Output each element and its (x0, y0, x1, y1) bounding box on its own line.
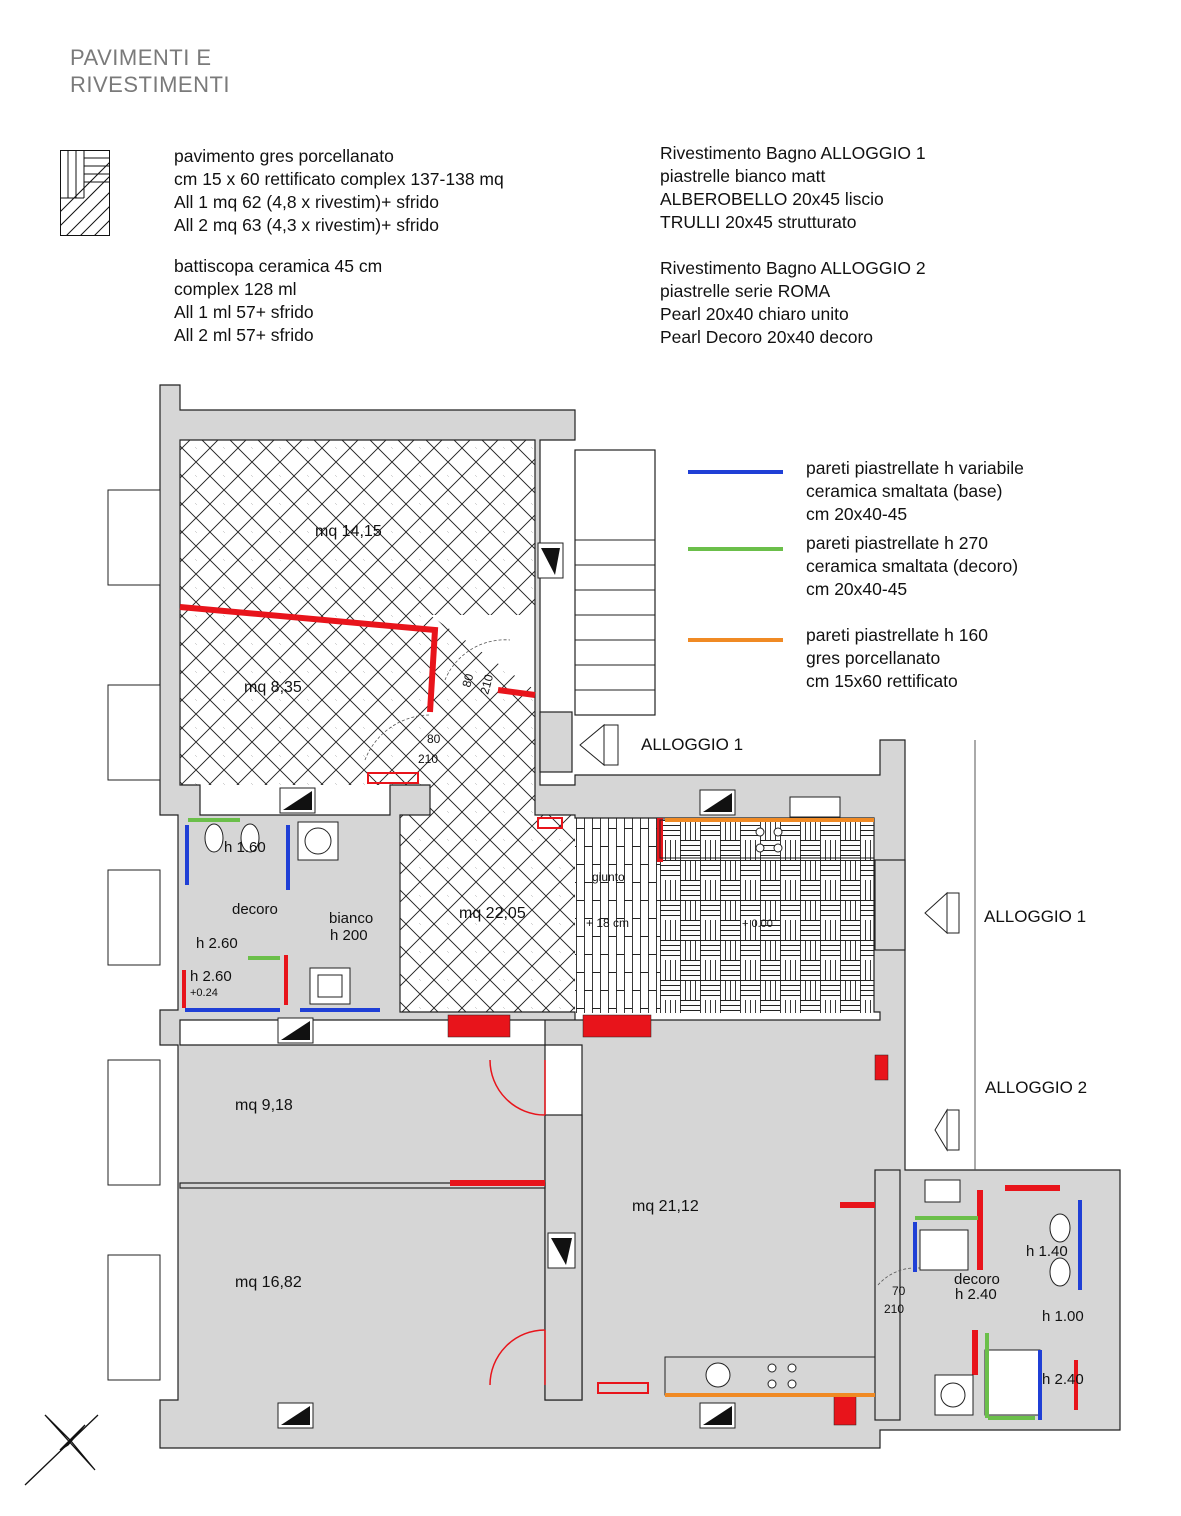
bath-2-h140: h 1.40 (1026, 1243, 1068, 1260)
room-label-5: mq 16,82 (235, 1274, 302, 1291)
rivestimento-2-line: Pearl 20x40 chiaro unito (660, 304, 849, 324)
alloggio-label: ALLOGGIO 2 (985, 1078, 1087, 1097)
bath-1-h260b: h 2.60 (190, 968, 232, 985)
bath-2-h240b: h 2.40 (1042, 1371, 1084, 1388)
legend-blue-line: pareti piastrellate h variabile (806, 458, 1024, 478)
legend-battiscopa-line: All 1 ml 57+ sfrido (174, 302, 314, 322)
rivestimento-alloggio-1: Rivestimento Bagno ALLOGGIO 1 piastrelle… (660, 142, 926, 234)
bath-1-h200: h 200 (330, 927, 368, 944)
page-title: PAVIMENTI E RIVESTIMENTI (70, 44, 230, 98)
bath-1-level: +0.24 (190, 987, 218, 999)
giunto-label: giunto (592, 870, 625, 884)
room-label-6: mq 21,12 (632, 1198, 699, 1215)
bath-2-tile-lines (913, 1200, 1082, 1420)
bath-2-h240a: h 2.40 (955, 1286, 997, 1303)
legend-battiscopa: battiscopa ceramica 45 cm complex 128 ml… (174, 255, 382, 347)
bath-2-fixtures (919, 1179, 1071, 1416)
legend-orange-line: pareti piastrellate h 160 (806, 625, 988, 645)
room-label-4: mq 9,18 (235, 1097, 293, 1114)
room-label-2: mq 8,35 (244, 679, 302, 696)
rivestimento-2-line: Rivestimento Bagno ALLOGGIO 2 (660, 258, 926, 278)
door-3-width: 70 (892, 1284, 906, 1298)
legend-green-line: ceramica smaltata (decoro) (806, 556, 1019, 576)
level-000-label: + 0.00 (742, 918, 773, 930)
rivestimento-1-line: piastrelle bianco matt (660, 166, 826, 186)
bath-1-fixtures (204, 821, 351, 1005)
legend-green-line: cm 20x40-45 (806, 579, 908, 599)
title-line-1: PAVIMENTI E (70, 45, 212, 70)
floor-strip-giunto (575, 818, 660, 1013)
doors (489, 1059, 546, 1386)
alloggio-label: ALLOGGIO 1 (641, 735, 743, 754)
legend-green-line: pareti piastrellate h 270 (806, 533, 988, 553)
floor-room-1 (180, 440, 535, 615)
legend-orange-line: cm 15x60 rettificato (806, 671, 958, 691)
door-3-height: 210 (884, 1302, 904, 1316)
legend-orange-line: gres porcellanato (806, 648, 941, 668)
bath-1-decoro: decoro (232, 901, 278, 918)
door-1-height: 210 (477, 672, 496, 695)
rivestimento-1-line: Rivestimento Bagno ALLOGGIO 1 (660, 143, 926, 163)
legend-battiscopa-line: All 2 ml 57+ sfrido (174, 325, 314, 345)
legend-pavimento-line: pavimento gres porcellanato (174, 146, 394, 166)
legend-pavimento: pavimento gres porcellanato cm 15 x 60 r… (174, 145, 504, 237)
walls (159, 384, 1121, 1449)
bath-2-h100: h 1.00 (1042, 1308, 1084, 1325)
legend-blue-line: ceramica smaltata (base) (806, 481, 1003, 501)
legend-item-blue: pareti piastrellate h variabile ceramica… (806, 457, 1024, 526)
entrance-arrows (579, 723, 960, 1152)
legend-pavimento-line: cm 15 x 60 rettificato complex 137-138 m… (174, 169, 504, 189)
floor-room-3 (400, 615, 575, 1012)
room-label-1: mq 14,15 (315, 523, 382, 540)
kitchen-1-counter (659, 796, 875, 859)
floor-kitchen-1 (660, 818, 874, 1013)
door-1-width: 80 (459, 672, 476, 689)
bath-2-decoro: decoro (954, 1271, 1000, 1288)
plus18-label: + 18 cm (586, 916, 629, 930)
bath-1-h260a: h 2.60 (196, 935, 238, 952)
room-label-3: mq 22,05 (459, 905, 526, 922)
rivestimento-1-line: TRULLI 20x45 strutturato (660, 212, 857, 232)
red-partitions (179, 604, 1060, 1375)
bath-1-bianco: bianco (329, 910, 373, 927)
vent-shafts (277, 542, 736, 1429)
legend-battiscopa-line: battiscopa ceramica 45 cm (174, 256, 383, 276)
pavimento-hatch-swatch (60, 150, 110, 236)
rivestimento-2-line: Pearl Decoro 20x40 decoro (660, 327, 874, 347)
floor-room-2 (180, 615, 430, 785)
windows-left (107, 489, 161, 1381)
title-line-2: RIVESTIMENTI (70, 72, 231, 97)
door-2-height: 210 (418, 752, 438, 766)
legend-item-orange: pareti piastrellate h 160 gres porcellan… (806, 624, 988, 693)
rivestimento-1-line: ALBEROBELLO 20x45 liscio (660, 189, 884, 209)
staircase (575, 539, 655, 691)
rivestimento-2-line: piastrelle serie ROMA (660, 281, 831, 301)
legend-item-green: pareti piastrellate h 270 ceramica smalt… (806, 532, 1018, 601)
red-blocks (367, 772, 889, 1426)
bath-1-tile-lines (182, 818, 380, 1012)
legend-blue-line: cm 20x40-45 (806, 504, 908, 524)
legend-pavimento-line: All 2 mq 63 (4,3 x rivestim)+ sfrido (174, 215, 440, 235)
legend-battiscopa-line: complex 128 ml (174, 279, 297, 299)
rivestimento-alloggio-2: Rivestimento Bagno ALLOGGIO 2 piastrelle… (660, 257, 926, 349)
bath-1-h160: h 1.60 (224, 839, 266, 856)
north-arrow-icon (24, 1414, 99, 1486)
legend-pavimento-line: All 1 mq 62 (4,8 x rivestim)+ sfrido (174, 192, 440, 212)
door-2-width: 80 (427, 732, 441, 746)
kitchen-2-counter (664, 1356, 876, 1396)
alloggio-label: ALLOGGIO 1 (984, 907, 1086, 926)
